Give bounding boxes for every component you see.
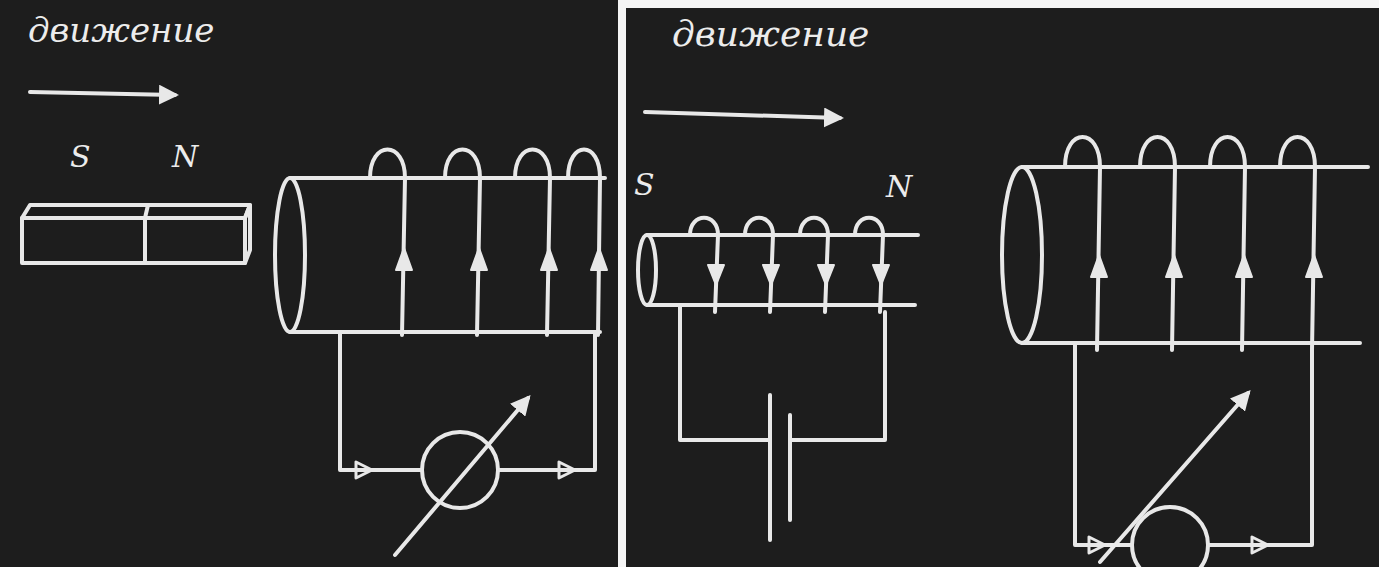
current-arrows	[708, 265, 889, 285]
motion-arrow	[645, 112, 840, 118]
current-arrows	[396, 248, 607, 270]
primary-coil	[638, 218, 918, 312]
galvanometer	[1100, 393, 1248, 567]
board-left	[0, 0, 618, 567]
pole-label: S	[634, 168, 655, 201]
pole-label: S	[70, 140, 91, 173]
pole-label: N	[886, 170, 912, 203]
battery	[770, 395, 790, 540]
coil-solenoid	[275, 150, 605, 336]
motion-arrow	[30, 92, 175, 95]
secondary-coil	[1002, 137, 1368, 350]
galvanometer	[395, 398, 528, 555]
wire	[680, 305, 885, 440]
board-right	[626, 8, 1379, 567]
bar-magnet	[22, 205, 250, 263]
motion-label: движение	[672, 14, 869, 54]
current-arrows	[1091, 255, 1322, 277]
wire	[340, 332, 595, 470]
pole-label: N	[172, 140, 198, 173]
motion-label: движение	[28, 12, 214, 49]
